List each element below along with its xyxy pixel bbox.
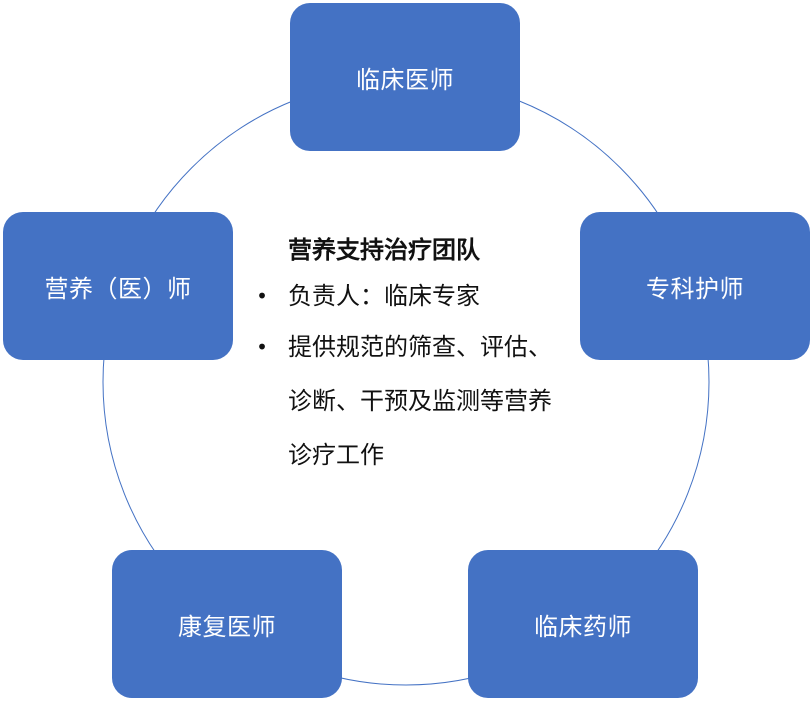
node-label: 营养（医）师 [44,274,192,303]
node-label: 康复医师 [178,612,276,641]
bullet-text: 提供规范的筛查、评估、诊断、干预及监测等营养诊疗工作 [288,333,552,469]
center-text-block: 营养支持治疗团队 • 负责人：临床专家 • 提供规范的筛查、评估、诊断、干预及监… [252,228,572,482]
node-label: 临床医师 [356,65,454,94]
bullet-text: 负责人：临床专家 [288,282,480,310]
node-rehab-physician: 康复医师 [112,550,342,698]
bullet-dot-icon: • [256,284,268,308]
center-bullet-list: • 负责人：临床专家 • 提供规范的筛查、评估、诊断、干预及监测等营养诊疗工作 [252,272,572,482]
node-specialist-nurse: 专科护师 [580,212,810,360]
bullet-item: • 负责人：临床专家 [252,272,572,320]
node-clinical-pharmacist: 临床药师 [468,550,698,698]
node-label: 专科护师 [646,274,744,303]
node-label: 临床药师 [534,612,632,641]
node-dietitian: 营养（医）师 [3,212,233,360]
bullet-dot-icon: • [256,335,268,359]
bullet-item: • 提供规范的筛查、评估、诊断、干预及监测等营养诊疗工作 [252,320,572,482]
center-title: 营养支持治疗团队 [288,236,480,264]
node-clinical-physician: 临床医师 [290,3,520,151]
